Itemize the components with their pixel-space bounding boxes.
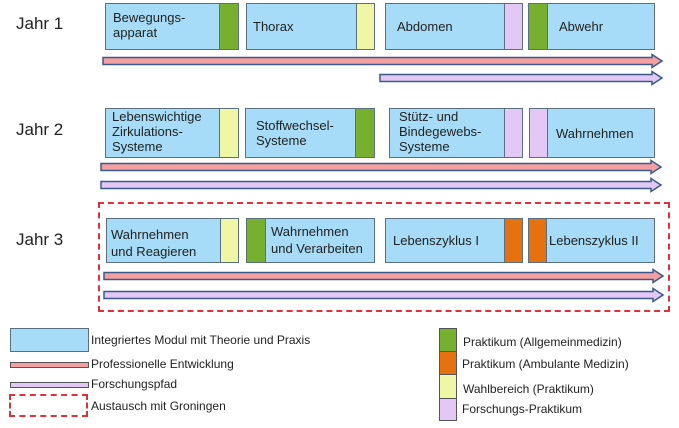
module-bewegungsapparat: Bewegungs- apparat xyxy=(105,3,239,50)
wahlbereich-marker xyxy=(220,218,239,263)
module-title: Stütz- und Bindegewebs- Systeme xyxy=(399,109,482,154)
legend-swatch-module xyxy=(10,328,89,352)
practicum-allgemeinmedizin-marker xyxy=(528,3,548,50)
legend-swatch-austausch xyxy=(9,394,88,417)
practicum-allgemeinmedizin-marker xyxy=(246,218,266,263)
legend-swatch-forschungs-praktikum xyxy=(439,398,457,421)
module-wahrnehmen-und-reagieren: Wahrnehmen und Reagieren xyxy=(106,218,239,263)
wahlbereich-marker xyxy=(219,108,239,158)
module-title: Wahrnehmen und Verarbeiten xyxy=(271,224,363,256)
module-lebenszyklus-1: Lebenszyklus I xyxy=(385,218,523,263)
legend-label-forschungspfad: Forschungspfad xyxy=(91,377,178,391)
legend-swatch-wahlbereich xyxy=(439,374,457,399)
module-wahrnehmen-und-verarbeiten: Wahrnehmen und Verarbeiten xyxy=(246,218,375,263)
forschungspfad-arrow-year3 xyxy=(103,287,665,303)
module-title: Wahrnehmen und Reagieren xyxy=(111,227,197,259)
module-title: Stoffwechsel- Systeme xyxy=(256,118,334,148)
exchange-groningen-area xyxy=(98,202,670,312)
year-label-1: Jahr 1 xyxy=(16,14,64,33)
legend-label-praktikum-ambulante-medizin: Praktikum (Ambulante Medizin) xyxy=(462,357,629,371)
module-title: Wahrnehmen xyxy=(556,126,634,141)
practicum-allgemeinmedizin-marker xyxy=(355,108,375,158)
professionelle-entwicklung-arrow-year2 xyxy=(100,159,664,175)
professionelle-entwicklung-arrow-year1 xyxy=(102,53,664,69)
module-title: Lebenswichtige Zirkulations- Systeme xyxy=(112,109,202,154)
legend-label-forschungs-praktikum: Forschungs-Praktikum xyxy=(462,402,583,416)
professionelle-entwicklung-arrow-year3 xyxy=(103,268,665,284)
module-stoffwechselsysteme: Stoffwechsel- Systeme xyxy=(245,108,375,158)
module-wahrnehmen: Wahrnehmen xyxy=(529,108,655,158)
legend-swatch-praktikum-ambulante-medizin xyxy=(439,351,457,375)
module-title: Abdomen xyxy=(397,19,453,34)
legend-label-praktikum-allgemeinmedizin: Praktikum (Allgemeinmedizin) xyxy=(463,335,622,349)
module-title: Bewegungs- apparat xyxy=(113,10,186,40)
legend-label-wahlbereich: Wahlbereich (Praktikum) xyxy=(463,382,594,396)
module-title: Thorax xyxy=(253,19,294,34)
module-title: Lebenszyklus II xyxy=(549,233,639,248)
module-lebenswichtige-zirkulationssysteme: Lebenswichtige Zirkulations- Systeme xyxy=(105,108,239,158)
practicum-allgemeinmedizin-marker xyxy=(219,3,239,50)
legend-label-professionelle-entwicklung: Professionelle Entwicklung xyxy=(91,357,234,371)
legend-label-austausch: Austausch mit Groningen xyxy=(91,399,226,413)
forschungspfad-arrow-year1 xyxy=(379,70,664,86)
forschungs-praktikum-marker xyxy=(529,108,548,158)
legend-swatch-professionelle-entwicklung xyxy=(10,362,89,368)
forschungspfad-arrow-year2 xyxy=(100,177,664,193)
module-lebenszyklus-2: Lebenszyklus II xyxy=(528,218,655,263)
forschungs-praktikum-marker xyxy=(504,108,523,158)
module-title: Lebenszyklus I xyxy=(393,233,479,248)
module-abdomen: Abdomen xyxy=(385,3,523,50)
module-stuetz-bindegewebssysteme: Stütz- und Bindegewebs- Systeme xyxy=(389,108,523,158)
legend-swatch-praktikum-allgemeinmedizin xyxy=(439,328,457,352)
wahlbereich-marker xyxy=(356,3,375,50)
year-label-3: Jahr 3 xyxy=(16,230,64,249)
legend-label-module: Integriertes Modul mit Theorie und Praxi… xyxy=(91,333,311,347)
practicum-ambulante-medizin-marker xyxy=(504,218,523,263)
module-thorax: Thorax xyxy=(246,3,375,50)
legend-swatch-forschungspfad xyxy=(10,382,89,388)
module-title: Abwehr xyxy=(559,19,604,34)
year-label-2: Jahr 2 xyxy=(16,120,64,139)
practicum-ambulante-medizin-marker xyxy=(528,218,547,263)
module-abwehr: Abwehr xyxy=(528,3,655,50)
forschungs-praktikum-marker xyxy=(504,3,523,50)
